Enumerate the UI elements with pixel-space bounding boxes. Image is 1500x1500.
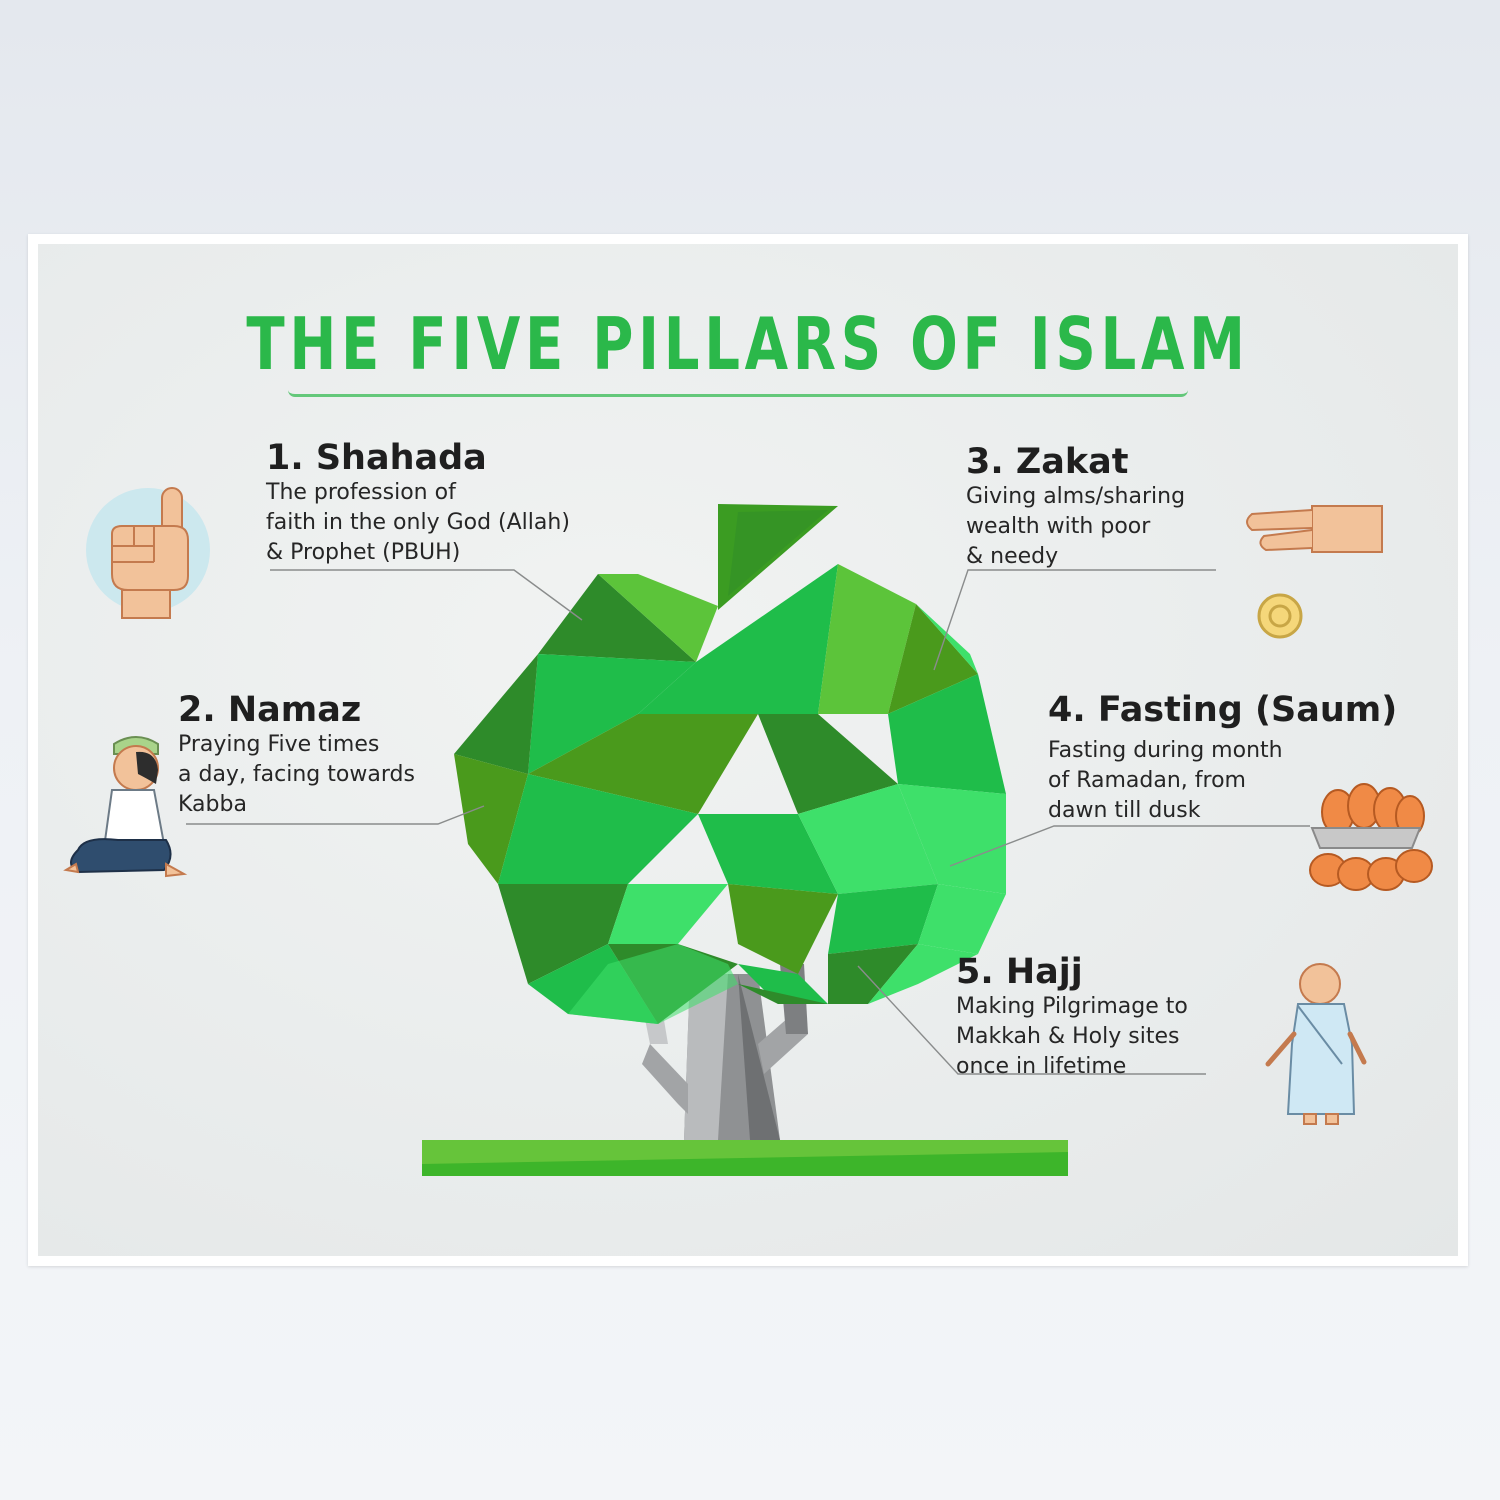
dates-bowl-icon [1309, 783, 1433, 891]
pillar-namaz: 2. Namaz Praying Five times a day, facin… [178, 690, 415, 820]
pillar-description: Making Pilgrimage to Makkah & Holy sites… [956, 992, 1188, 1082]
poster-title: THE FIVE PILLARS OF ISLAM [246, 302, 1250, 386]
raised-index-finger-icon [86, 487, 210, 619]
desc-line: Praying Five times [178, 732, 380, 757]
pillar-heading: 2. Namaz [178, 690, 362, 730]
giving-hand-coin-icon [1246, 505, 1383, 639]
poster: THE FIVE PILLARS OF ISLAM [38, 244, 1458, 1256]
desc-line: faith in the only God (Allah) [266, 510, 570, 535]
tree-illustration [186, 504, 1310, 1176]
pillar-heading: 3. Zakat [966, 442, 1129, 482]
leader-line-zakat [933, 569, 1216, 671]
pillar-description: Praying Five times a day, facing towards… [178, 730, 415, 820]
tree-canopy [454, 504, 1006, 1024]
desc-line: of Ramadan, from [1048, 768, 1246, 793]
desc-line: Making Pilgrimage to [956, 994, 1188, 1019]
pillar-heading: 1. Shahada [266, 438, 487, 478]
desc-line: dawn till dusk [1048, 798, 1201, 823]
desc-line: & needy [966, 544, 1059, 569]
leader-line-shahada [270, 569, 583, 621]
praying-man-icon [63, 736, 188, 878]
title-underline [288, 390, 1188, 397]
pillar-heading: 4. Fasting (Saum) [1048, 690, 1398, 730]
desc-line: The profession of [266, 480, 456, 505]
ground [422, 1140, 1068, 1176]
desc-line: Giving alms/sharing [966, 484, 1186, 509]
pillar-description: Giving alms/sharing wealth with poor & n… [966, 482, 1185, 572]
desc-line: once in lifetime [956, 1054, 1127, 1079]
desc-line: Kabba [178, 792, 247, 817]
pillar-fasting: 4. Fasting (Saum) Fasting during month o… [1048, 690, 1397, 826]
pillar-shahada: 1. Shahada The profession of faith in th… [266, 438, 570, 568]
leader-lines [186, 569, 1310, 1075]
pilgrim-icon [1265, 963, 1367, 1125]
desc-line: Makkah & Holy sites [956, 1024, 1180, 1049]
desc-line: & Prophet (PBUH) [266, 540, 461, 565]
pillar-zakat: 3. Zakat Giving alms/sharing wealth with… [966, 442, 1185, 572]
leader-line-fasting [949, 825, 1310, 867]
pillar-hajj: 5. Hajj Making Pilgrimage to Makkah & Ho… [956, 952, 1188, 1082]
leader-line-hajj [857, 965, 1206, 1075]
icons-layer [63, 487, 1433, 1125]
desc-line: Fasting during month [1048, 738, 1283, 763]
desc-line: a day, facing towards [178, 762, 415, 787]
poster-frame: THE FIVE PILLARS OF ISLAM [28, 234, 1468, 1266]
leader-line-namaz [186, 805, 485, 825]
pillar-description: Fasting during month of Ramadan, from da… [1048, 736, 1397, 826]
desc-line: wealth with poor [966, 514, 1151, 539]
pillar-heading: 5. Hajj [956, 952, 1083, 992]
pillar-description: The profession of faith in the only God … [266, 478, 570, 568]
